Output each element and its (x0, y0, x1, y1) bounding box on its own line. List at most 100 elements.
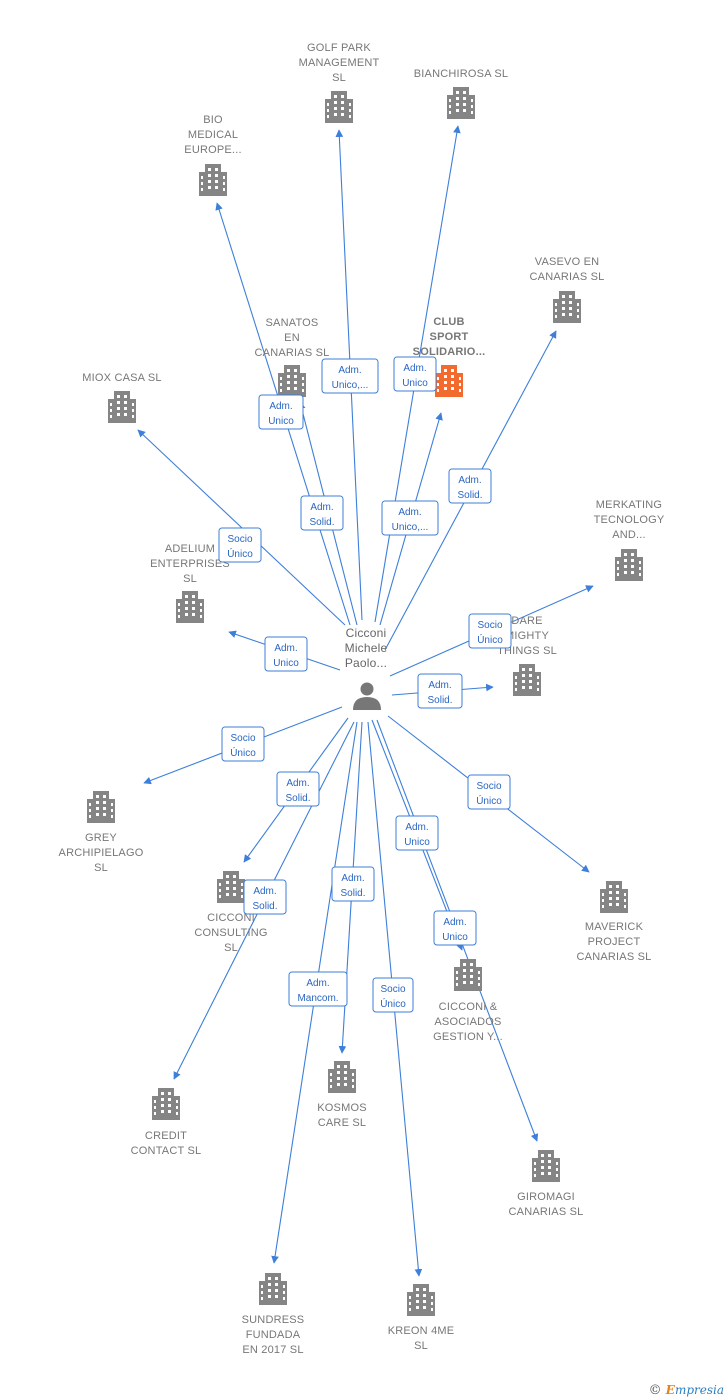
company-name: TECNOLOGY (594, 514, 665, 526)
relation-label-vasevo[interactable]: Adm.Solid. (448, 468, 492, 504)
center-person[interactable]: CicconiMichelePaolo... (345, 626, 388, 710)
company-node-cicconi_consulting[interactable]: CICCONI CONSULTING SL (194, 871, 267, 954)
relation-label-sanatos[interactable]: Adm. Solid. (300, 495, 344, 531)
relation-text: Solid. (309, 517, 334, 528)
company-name: SL (224, 942, 238, 954)
brand-logo[interactable]: Empresia (665, 1383, 724, 1397)
company-name: SL (414, 1340, 428, 1352)
relation-label-cicconi_consulting[interactable]: Adm.Solid. (276, 771, 320, 807)
company-name: SUNDRESS (242, 1314, 305, 1326)
company-name: MAVERICK (585, 921, 644, 933)
relation-label-bianchirosa[interactable]: Adm.Unico (393, 356, 437, 392)
company-node-kosmos[interactable]: KOSMOS CARE SL (317, 1061, 367, 1129)
company-name: CARE SL (318, 1117, 366, 1129)
relation-text: Adm. (398, 507, 421, 518)
relation-text: Socio (477, 620, 502, 631)
company-name: ASOCIADOS (434, 1016, 501, 1028)
company-name: CICCONI (207, 912, 255, 924)
relation-label-bio[interactable]: Adm.Unico (258, 394, 304, 430)
person-name: Paolo... (345, 656, 387, 670)
company-name: KOSMOS (317, 1102, 367, 1114)
relation-label-dare[interactable]: Adm.Solid. (417, 673, 463, 709)
relation-text: Unico (404, 837, 430, 848)
copyright-symbol: © (648, 1383, 662, 1398)
relation-label-golf[interactable]: Adm.Unico,... (321, 358, 379, 394)
company-name: SANATOS (266, 317, 319, 329)
building-icon (152, 1088, 180, 1120)
company-name: PROJECT (588, 936, 641, 948)
company-node-merkating[interactable]: MERKATINGTECNOLOGYAND... (594, 499, 665, 581)
company-name: BIO (203, 114, 223, 126)
relation-label-cicconi_asociados[interactable]: Adm. Unico (395, 815, 439, 851)
company-node-bianchirosa[interactable]: BIANCHIROSA SL (414, 68, 509, 119)
building-icon (447, 87, 475, 119)
company-node-kreon[interactable]: KREON 4ME SL (388, 1284, 455, 1352)
building-icon (199, 164, 227, 196)
company-name: EN 2017 SL (242, 1344, 303, 1356)
relation-label-credit[interactable]: Adm.Solid. (243, 879, 287, 915)
building-icon (513, 664, 541, 696)
relation-text: Unico,... (332, 380, 369, 391)
company-name: ENTERPRISES (150, 558, 230, 570)
relation-label-sundress[interactable]: Adm.Mancom. (288, 971, 348, 1007)
person-icon (353, 682, 381, 710)
company-name: MEDICAL (188, 129, 238, 141)
relation-text: Adm. (310, 502, 333, 513)
company-node-maverick[interactable]: MAVERICK PROJECT CANARIAS SL (577, 881, 652, 963)
relation-text: Adm. (443, 917, 466, 928)
company-name: BIANCHIROSA SL (414, 68, 509, 80)
company-name: DARE (511, 615, 542, 627)
relation-text: Socio (380, 984, 405, 995)
company-name: GIROMAGI (517, 1191, 575, 1203)
relation-text: Adm. (405, 822, 428, 833)
company-name: GOLF PARK (307, 42, 371, 54)
company-name: ADELIUM (165, 543, 215, 555)
relation-label-club[interactable]: Adm. Unico,... (381, 500, 439, 536)
company-name: CANARIAS SL (577, 951, 652, 963)
relation-text: Único (227, 547, 253, 560)
company-name: ARCHIPIELAGO (59, 847, 144, 859)
building-icon (532, 1150, 560, 1182)
relation-text: Único (477, 633, 503, 646)
relation-text: Mancom. (297, 993, 338, 1004)
person-name: Michele (345, 641, 388, 655)
company-name: THINGS SL (497, 645, 557, 657)
building-icon (600, 881, 628, 913)
relation-text: Unico (402, 378, 428, 389)
building-icon (87, 791, 115, 823)
company-node-miox[interactable]: MIOX CASA SL (82, 372, 162, 423)
company-name: KREON 4ME (388, 1325, 455, 1337)
relation-label-giromagi[interactable]: Adm.Unico (433, 910, 477, 946)
company-name: GESTION Y... (433, 1031, 503, 1043)
relation-text: Socio (227, 534, 252, 545)
company-name: CONSULTING (194, 927, 267, 939)
relation-label-adelium[interactable]: Adm.Unico (264, 636, 308, 672)
relation-text: Socio (476, 781, 501, 792)
company-name: CREDIT (145, 1130, 187, 1142)
company-name: SL (183, 573, 197, 585)
company-node-adelium[interactable]: ADELIUM ENTERPRISES SL (150, 543, 230, 623)
copyright-footer: © Empresia (649, 1383, 724, 1398)
relation-text: Adm. (269, 401, 292, 412)
relation-text: Unico,... (392, 522, 429, 533)
company-node-bio[interactable]: BIO MEDICAL EUROPE... (184, 114, 242, 196)
company-node-club[interactable]: CLUBSPORTSOLIDARIO... (413, 316, 486, 397)
relation-label-kosmos[interactable]: Adm.Solid. (331, 866, 375, 902)
company-name: EUROPE... (184, 144, 241, 156)
building-icon (108, 391, 136, 423)
